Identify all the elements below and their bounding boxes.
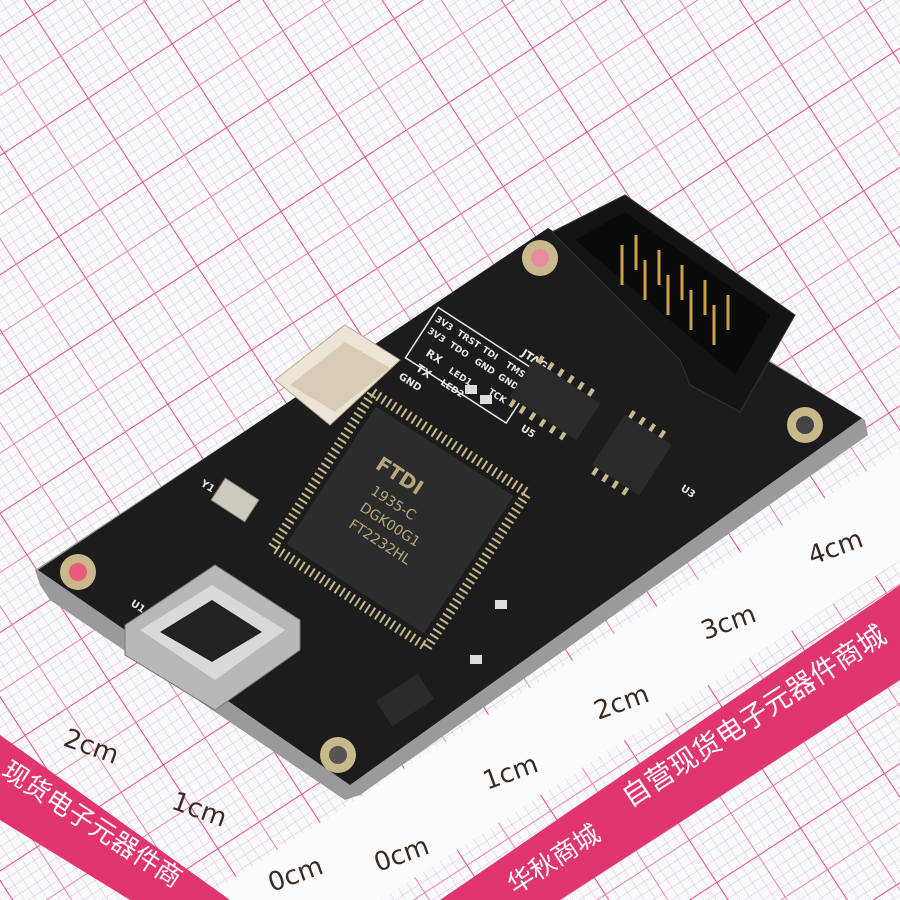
ic-u5 <box>508 355 601 441</box>
mounting-holes <box>60 240 823 773</box>
brand-band-left <box>0 735 230 900</box>
crystal-y1 <box>210 477 260 523</box>
usb-c-connector <box>124 564 301 711</box>
ic-u3 <box>591 410 672 496</box>
jtag-header <box>551 194 796 413</box>
brand-band <box>440 585 900 900</box>
ruler-area <box>200 450 900 900</box>
leds <box>465 385 507 664</box>
regulator <box>375 673 435 727</box>
wire-connector <box>274 324 401 426</box>
ftdi-chip: FTDI 1935-C DGK00G1 FT2232HL <box>265 385 535 655</box>
